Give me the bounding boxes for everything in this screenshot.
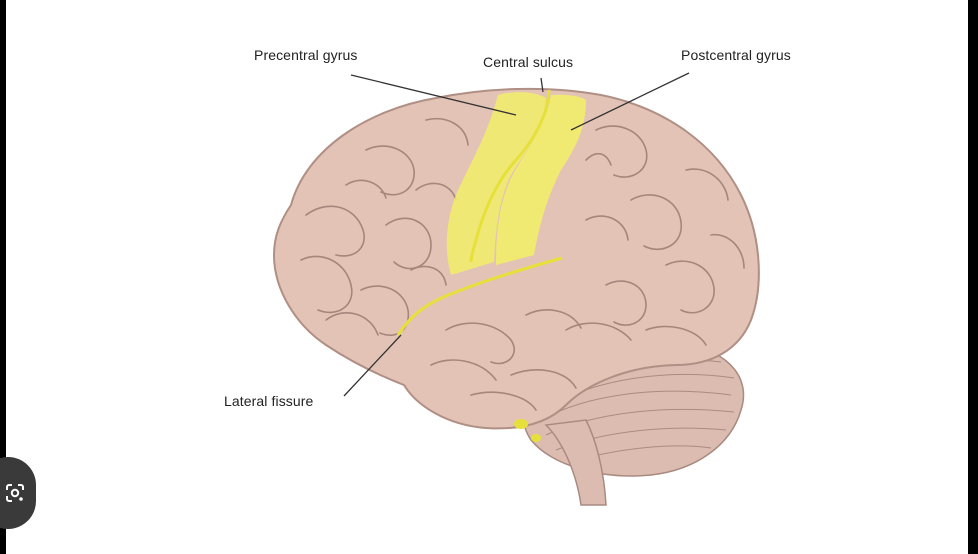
- brain-illustration: [272, 72, 760, 506]
- lateral-fissure-line: [396, 256, 563, 336]
- leader-central: [540, 77, 544, 93]
- postcentral-gyrus-highlight: [496, 94, 586, 265]
- precentral-gyrus-highlight: [446, 92, 546, 275]
- label-lateral-fissure: Lateral fissure: [224, 393, 314, 409]
- yellow-spot: [531, 434, 541, 442]
- lens-search-button[interactable]: [0, 457, 36, 529]
- sulci-texture: [300, 118, 745, 411]
- google-lens-icon: [6, 484, 24, 502]
- diagram-canvas: Precentral gyrus Central sulcus Postcent…: [6, 0, 968, 554]
- window-edge: [968, 0, 978, 554]
- yellow-spot: [514, 419, 528, 429]
- leader-postcentral: [570, 72, 690, 131]
- brainstem: [544, 419, 607, 506]
- label-postcentral-gyrus: Postcentral gyrus: [681, 47, 791, 63]
- leader-precentral: [350, 74, 517, 116]
- central-sulcus-line: [469, 89, 551, 263]
- label-precentral-gyrus: Precentral gyrus: [254, 47, 358, 63]
- label-central-sulcus: Central sulcus: [483, 54, 574, 70]
- leader-lateral: [343, 334, 402, 397]
